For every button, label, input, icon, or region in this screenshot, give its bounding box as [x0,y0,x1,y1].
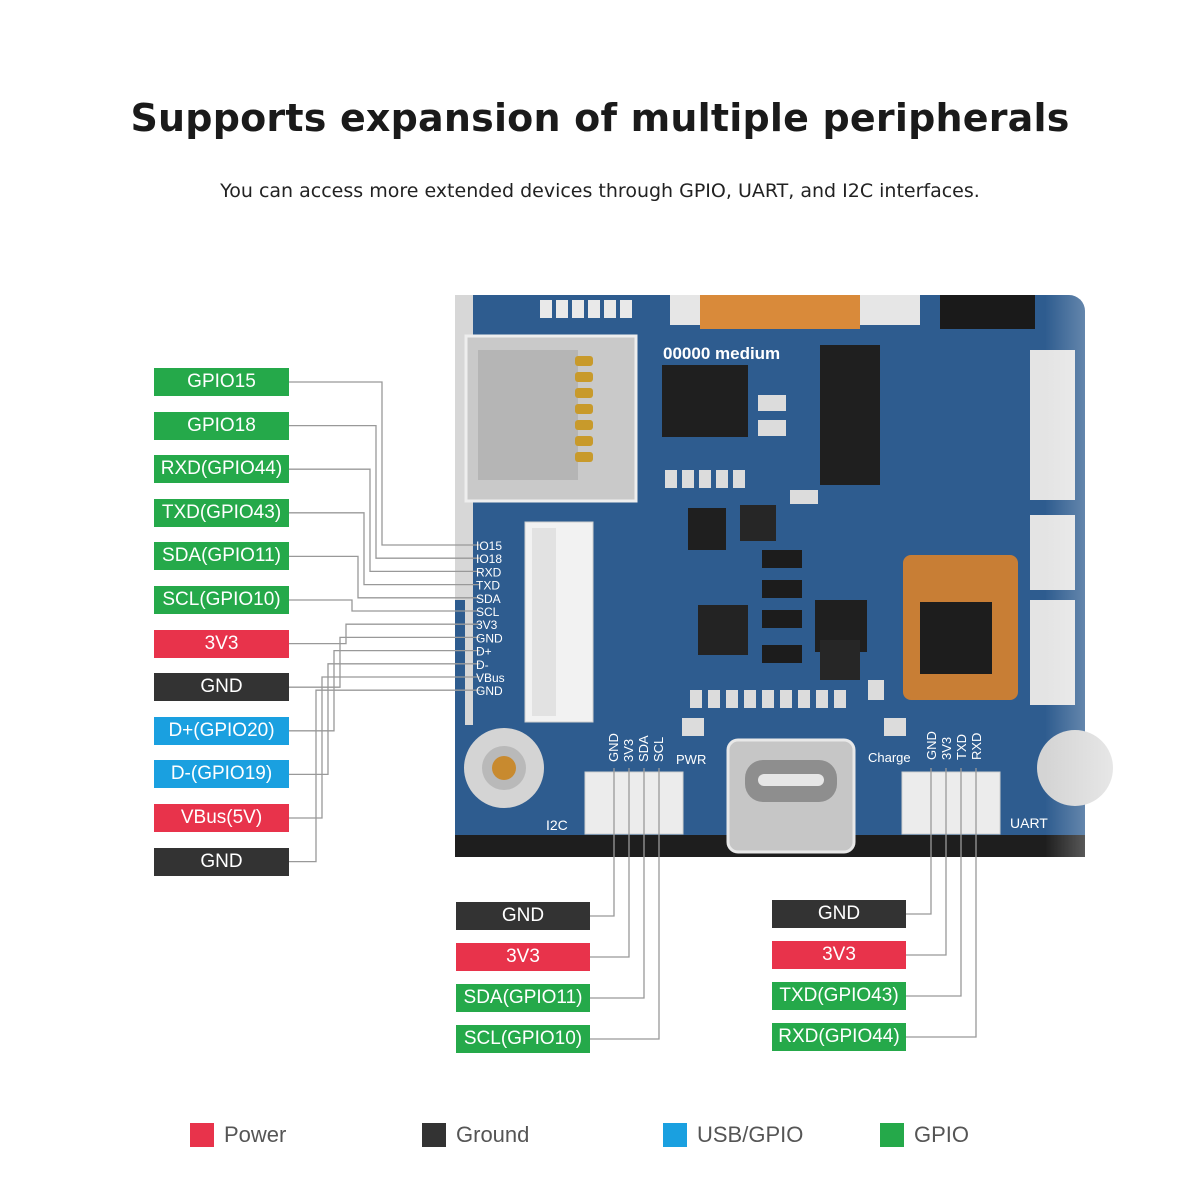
left-pin-1: GPIO15 [154,368,289,396]
header-silk-3: RXD [476,565,502,579]
uart-pin-1: GND [772,900,906,928]
i2c-silk-4: SCL [651,737,666,762]
header-silk-12: GND [476,684,503,698]
usb-gpio-swatch [663,1123,687,1147]
i2c-pin-1: GND [456,902,590,930]
charge-silk-label: Charge [868,750,911,765]
legend-gpio: GPIO [880,1122,969,1148]
i2c-silk-1: GND [606,733,621,762]
pin-connector-line [289,663,480,776]
left-pin-6: SCL(GPIO10) [154,586,289,614]
pin-connector-line [590,768,645,999]
legend-usb-gpio: USB/GPIO [663,1122,803,1148]
page-subtitle: You can access more extended devices thr… [220,180,980,202]
i2c-pin-4: SCL(GPIO10) [456,1025,590,1053]
page-title: Supports expansion of multiple periphera… [130,96,1070,140]
header-silk-8: GND [476,631,503,645]
left-pin-2: GPIO18 [154,411,289,440]
uart-silk-1: GND [924,731,939,760]
pin-connector-line [590,768,660,1040]
header-silk-4: TXD [476,579,500,593]
pin-connector-line [289,424,480,559]
left-pin-7: 3V3 [154,629,289,658]
header-silk-7: 3V3 [476,618,498,632]
pin-connector-line [289,512,480,586]
left-pin-11: VBus(5V) [154,804,289,832]
header-silk-2: IO18 [476,552,502,566]
uart-connector [901,771,1001,835]
pin-connector-line [289,468,480,573]
left-pin-5: SDA(GPIO11) [154,542,289,571]
header-silk-10: D- [476,658,489,672]
uart-silk-2: 3V3 [939,737,954,760]
left-pin-9: D+(GPIO20) [154,716,289,745]
header-silk-1: IO15 [476,539,502,553]
pin-connector-line [289,689,480,863]
i2c-pin-2: 3V3 [456,943,590,971]
gpio-swatch [880,1123,904,1147]
ground-swatch [422,1123,446,1147]
header-silk-9: D+ [476,645,492,659]
pin-connector-line [906,768,977,1038]
i2c-silk-label: I2C [546,817,568,833]
left-pin-10: D-(GPIO19) [154,760,289,789]
pin-connector-line [289,676,480,819]
pin-connector-line [289,636,480,688]
header-silk-6: SCL [476,605,500,619]
pin-connector-line [906,768,962,997]
pin-connector-line [906,768,947,956]
legend-label-gpio: GPIO [914,1122,970,1147]
left-pin-3: RXD(GPIO44) [154,455,289,484]
left-pin-12: GND [154,847,289,876]
legend-label-ground: Ground [456,1122,530,1147]
bottom-pin-lines [590,768,977,1040]
i2c-connector [584,771,684,835]
legend-ground: Ground [422,1122,529,1148]
uart-pin-2: 3V3 [772,941,906,969]
uart-silk-4: RXD [969,733,984,760]
legend-label-usb-gpio: USB/GPIO [697,1122,804,1147]
pin-connector-line [906,768,932,915]
legend-power: Power [190,1122,286,1148]
i2c-pin-3: SDA(GPIO11) [456,984,590,1012]
pin-connector-line [289,381,480,546]
board-silkscreen: IO15IO18RXDTXDSDASCL3V3GNDD+D-VBusGNDGND… [476,344,1048,833]
uart-pin-4: RXD(GPIO44) [772,1023,906,1051]
left-pin-4: TXD(GPIO43) [154,498,289,527]
pin-connector-line [289,623,480,645]
uart-pin-3: TXD(GPIO43) [772,982,906,1010]
uart-silk-label: UART [1010,815,1048,831]
left-pin-lines [289,381,480,863]
legend-label-power: Power [224,1122,287,1147]
pin-connector-line [289,555,480,599]
header-silk-5: SDA [476,592,501,606]
header-silk-11: VBus [476,671,505,685]
pin-connector-line [289,599,480,612]
pwr-silk-label: PWR [676,752,706,767]
i2c-silk-2: 3V3 [621,739,636,762]
i2c-silk-3: SDA [636,735,651,762]
left-pin-8: GND [154,673,289,702]
pin-connector-line [590,768,615,917]
power-swatch [190,1123,214,1147]
uart-silk-3: TXD [954,734,969,760]
chip-silk-label: 00000 medium [663,344,780,363]
pin-connector-line [590,768,630,958]
